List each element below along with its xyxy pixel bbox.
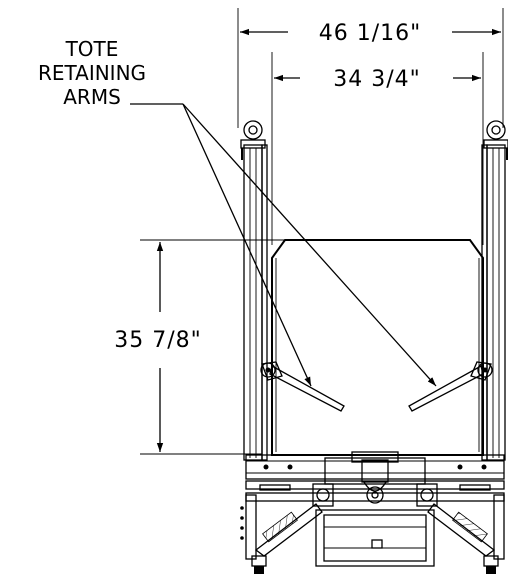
tote (271, 239, 484, 456)
center-carriage (324, 457, 426, 485)
tote-height-dimension: 35 7/8" (114, 239, 285, 455)
tote-height-label: 35 7/8" (114, 328, 202, 353)
right-post-outer (486, 144, 506, 461)
left-pulley (243, 120, 263, 140)
overall-width-dimension: 46 1/16" (237, 8, 504, 128)
cart-base (240, 451, 505, 567)
callout-line-1: TOTE (65, 37, 119, 61)
base-crossmember (245, 454, 505, 480)
left-post-outer (243, 144, 263, 461)
inner-width-label: 34 3/4" (333, 67, 421, 92)
right-upright-post (481, 120, 508, 461)
left-caster (251, 555, 267, 574)
left-upright-post (240, 120, 268, 461)
right-caster (483, 555, 499, 574)
callout-arrow-left-arm (182, 103, 312, 387)
right-pulley (486, 120, 506, 140)
right-arm-bar (408, 365, 484, 412)
left-retaining-arm (260, 361, 345, 412)
left-diagonal-brace (254, 503, 323, 557)
left-arm-bar (269, 365, 345, 412)
right-retaining-arm (408, 361, 493, 412)
right-diagonal-brace (427, 503, 496, 557)
tote-retaining-arms-callout: TOTE RETAINING ARMS (38, 37, 437, 387)
callout-arrow-right-arm (182, 103, 437, 387)
tote-outline (271, 239, 484, 456)
overall-width-label: 46 1/16" (319, 21, 422, 46)
callout-line-3: ARMS (63, 85, 121, 109)
callout-line-2: RETAINING (38, 61, 146, 85)
inner-width-dimension: 34 3/4" (271, 52, 484, 245)
lower-frame (315, 509, 435, 567)
